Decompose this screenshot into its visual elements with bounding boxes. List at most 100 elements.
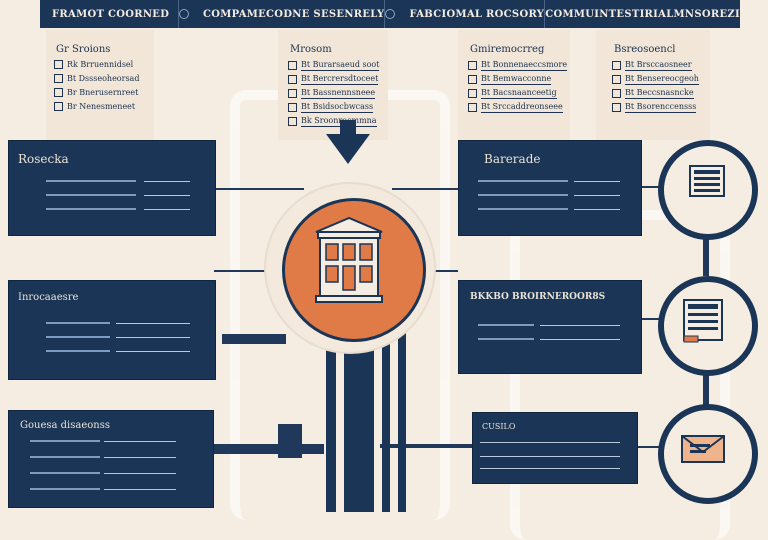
card-barerade[interactable]	[458, 140, 642, 236]
card-cusilo[interactable]	[472, 412, 638, 484]
card-line	[540, 339, 620, 340]
column-title: Gr Sroions	[56, 44, 111, 55]
connector-line	[392, 188, 458, 190]
column-row: Bt Bsorenccensss	[612, 102, 697, 113]
card-title: Rosecka	[18, 152, 69, 166]
circle-icon	[385, 9, 396, 19]
column-panel-1	[46, 30, 154, 140]
card-line	[30, 456, 100, 458]
bullet-box-icon	[468, 89, 477, 98]
connector-line	[640, 318, 660, 320]
card-gouesa-disaeonss[interactable]	[8, 410, 214, 508]
card-line	[30, 488, 100, 490]
column-row: Bt Bassnennsneee	[288, 88, 376, 99]
column-row: Rk Brruennidsel	[54, 60, 133, 69]
card-line	[144, 209, 190, 210]
bullet-box-icon	[54, 60, 63, 69]
connector-line	[214, 444, 324, 454]
bullet-box-icon	[468, 61, 477, 70]
card-line	[574, 181, 620, 182]
card-line	[46, 180, 136, 182]
bullet-box-icon	[288, 103, 297, 112]
card-bkkbo[interactable]	[458, 280, 642, 374]
bullet-box-icon	[54, 74, 63, 83]
connector-line	[214, 188, 304, 190]
document-list-icon	[689, 165, 725, 197]
down-arrow-stem	[340, 120, 356, 136]
card-title: CUSILO	[482, 422, 516, 431]
card-line	[574, 209, 620, 210]
bullet-box-icon	[288, 75, 297, 84]
bullet-box-icon	[612, 75, 621, 84]
tab-framot-coorned[interactable]: FRAMOT COORNED	[52, 8, 170, 20]
card-line	[46, 322, 110, 324]
column-panel-3	[458, 30, 570, 140]
card-line	[480, 456, 620, 457]
circle-icon	[178, 9, 189, 19]
column-row: Bt Bacsnaanceetig	[468, 88, 557, 99]
bullet-box-icon	[468, 75, 477, 84]
column-row: Bt Beccsnasncke	[612, 88, 694, 99]
card-title: Inrocaaesre	[18, 292, 79, 303]
bank-building-icon	[315, 216, 383, 303]
card-rosecka[interactable]	[8, 140, 216, 236]
connector-line	[380, 444, 474, 448]
column-row: Bt Bensereocgeoh	[612, 74, 699, 85]
card-line	[104, 457, 176, 458]
column-row: Bk Sroonrocmmna	[288, 116, 377, 127]
bullet-box-icon	[288, 61, 297, 70]
card-line	[104, 473, 176, 474]
card-line	[116, 351, 190, 352]
card-line	[540, 325, 620, 326]
bullet-box-icon	[612, 89, 621, 98]
pillar	[344, 340, 374, 512]
connector-line	[214, 270, 284, 272]
column-row: Bt Bonnenaeccsmore	[468, 60, 568, 71]
column-title: Bsreosoencl	[614, 44, 676, 55]
card-title: BKKBO BROIRNEROOR8S	[470, 292, 606, 302]
card-line	[478, 324, 534, 326]
card-line	[478, 338, 534, 340]
vertical-link	[703, 230, 709, 276]
bullet-box-icon	[468, 103, 477, 112]
column-row: Bt Bercrersdtoceet	[288, 74, 379, 85]
card-line	[30, 472, 100, 474]
card-line	[116, 323, 190, 324]
card-title: Barerade	[484, 152, 541, 166]
card-line	[144, 181, 190, 182]
card-line	[104, 489, 176, 490]
bullet-box-icon	[54, 88, 63, 97]
connector-line	[636, 446, 660, 448]
pillar	[326, 330, 336, 512]
card-inrocaaesre[interactable]	[8, 280, 216, 380]
pillar	[398, 330, 406, 512]
card-line	[478, 180, 568, 182]
card-line	[480, 468, 620, 469]
card-line	[30, 440, 100, 442]
envelope-icon	[681, 435, 725, 463]
pillar	[382, 330, 390, 512]
report-icon	[683, 299, 723, 343]
column-row: Bt Bsidsocbwcass	[288, 102, 374, 113]
column-row: Br Nenesmeneet	[54, 102, 135, 111]
card-line	[480, 442, 620, 443]
connector-block	[278, 424, 302, 458]
connector-line	[640, 186, 660, 188]
card-line	[116, 337, 190, 338]
card-line	[46, 194, 136, 196]
bullet-box-icon	[288, 89, 297, 98]
column-row: Bt Dssseoheorsad	[54, 74, 139, 83]
column-row: Bt Bemwacconne	[468, 74, 552, 85]
tab-commuintestirial[interactable]: COMMUINTESTIRIALMNSOREZI	[544, 0, 740, 28]
column-row: Bt Brsccaosneer	[612, 60, 692, 71]
column-title: Gmiremocrreg	[470, 44, 545, 55]
tab-compamecodne[interactable]: COMPAMECODNE SESENRELY	[177, 0, 384, 28]
tab-fabciomal[interactable]: FABCIOMAL ROCSORY	[384, 0, 544, 28]
bullet-box-icon	[288, 117, 297, 126]
card-line	[46, 350, 110, 352]
card-line	[478, 208, 568, 210]
bullet-box-icon	[612, 103, 621, 112]
bullet-box-icon	[612, 61, 621, 70]
column-row: Bt Srccaddreonseee	[468, 102, 563, 113]
column-row: Br Bnerusernreet	[54, 88, 138, 97]
